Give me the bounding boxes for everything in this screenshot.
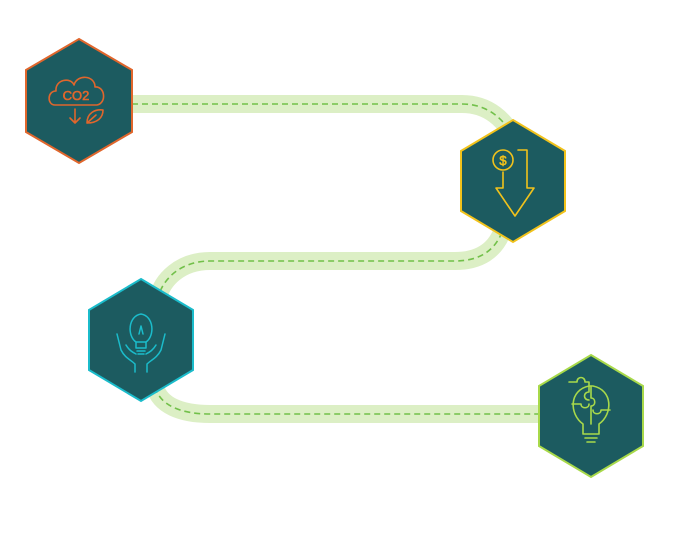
- puzzle-lightbulb-icon: [568, 376, 611, 443]
- co2-reduction-node: CO2: [25, 37, 133, 165]
- co2-cloud-leaf-icon: CO2: [48, 76, 105, 124]
- idea-hexagon: [88, 277, 194, 403]
- co2-hexagon: [25, 37, 133, 165]
- co2-label: CO2: [63, 88, 90, 103]
- idea-care-node: [88, 277, 194, 403]
- innovation-node: [538, 353, 644, 479]
- cost-reduction-node: $: [460, 118, 566, 244]
- cost-hexagon: [460, 118, 566, 244]
- dollar-down-arrow-icon: $: [492, 149, 535, 217]
- lightbulb-hands-icon: [116, 313, 166, 373]
- dollar-label: $: [499, 153, 507, 168]
